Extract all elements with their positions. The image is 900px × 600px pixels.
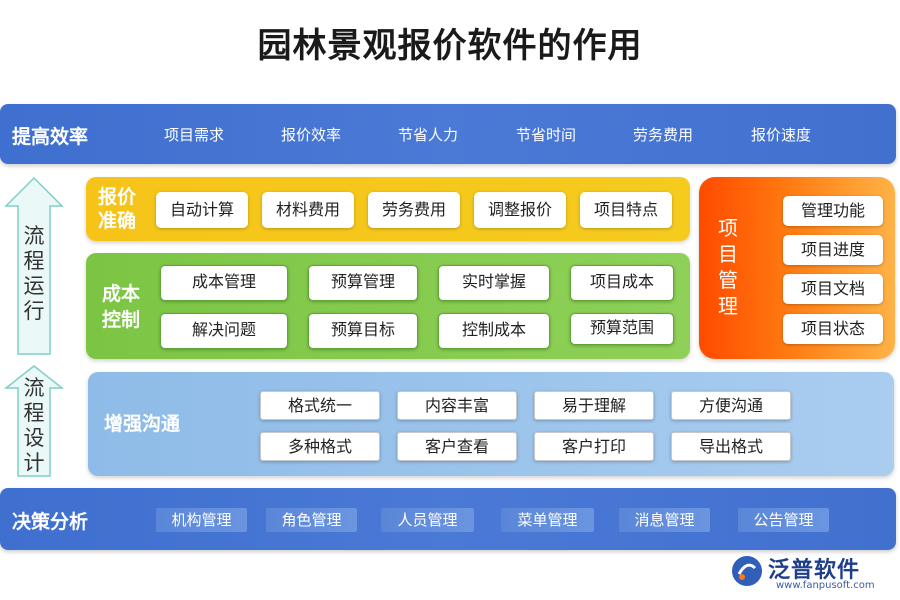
decision-band: 决策分析 机构管理 角色管理 人员管理 菜单管理 消息管理 公告管理	[0, 488, 896, 550]
cost-item: 项目成本	[570, 265, 674, 301]
fanpu-logo-icon	[732, 556, 762, 586]
fanpu-logo: 泛普软件 www.fanpusoft.com	[728, 552, 888, 594]
comm-item: 格式统一	[260, 391, 380, 420]
communication-panel: 增强沟通 格式统一 内容丰富 易于理解 方便沟通 多种格式 客户查看 客户打印 …	[88, 372, 894, 476]
quote-item: 材料费用	[262, 192, 354, 228]
decision-item: 消息管理	[619, 508, 710, 532]
quote-accuracy-label: 报价 准确	[98, 186, 137, 232]
comm-item: 方便沟通	[671, 391, 791, 420]
efficiency-item: 项目需求	[164, 126, 225, 144]
cost-item: 控制成本	[438, 313, 550, 349]
pm-item: 项目进度	[783, 235, 883, 265]
up-arrow-shape	[4, 176, 64, 355]
comm-item: 客户打印	[534, 432, 654, 461]
comm-item: 易于理解	[534, 391, 654, 420]
cost-item: 实时掌握	[438, 265, 550, 301]
process-run-label: 流 程 运 行	[23, 224, 45, 323]
comm-item: 多种格式	[260, 432, 380, 461]
cost-control-panel: 成本 控制 成本管理 预算管理 实时掌握 项目成本 解决问题 预算目标 控制成本…	[86, 253, 690, 359]
pm-item: 管理功能	[783, 196, 883, 226]
efficiency-item: 节省人力	[398, 126, 459, 144]
project-management-panel: 项 目 管 理 管理功能 项目进度 项目文档 项目状态	[699, 177, 895, 359]
logo-name: 泛普软件	[768, 558, 861, 583]
quote-item: 调整报价	[474, 192, 566, 228]
quote-item: 自动计算	[156, 192, 248, 228]
process-design-arrow: 流 程 设 计	[4, 364, 64, 478]
up-arrow-shape	[4, 365, 64, 477]
process-design-label: 流 程 设 计	[23, 376, 45, 475]
decision-item: 人员管理	[381, 508, 474, 532]
pm-item: 项目状态	[783, 314, 883, 344]
decision-label: 决策分析	[12, 511, 89, 533]
cost-item: 预算目标	[308, 313, 418, 349]
cost-control-label: 成本 控制	[102, 283, 141, 331]
efficiency-label: 提高效率	[12, 126, 89, 148]
page-title: 园林景观报价软件的作用	[257, 26, 643, 66]
comm-item: 客户查看	[397, 432, 517, 461]
cost-item: 成本管理	[160, 265, 288, 301]
efficiency-band: 提高效率 项目需求 报价效率 节省人力 节省时间 劳务费用 报价速度	[0, 104, 896, 164]
quote-item: 项目特点	[580, 192, 672, 228]
cost-item: 预算管理	[308, 265, 418, 301]
comm-item: 内容丰富	[397, 391, 517, 420]
quote-item: 劳务费用	[368, 192, 460, 228]
cost-item: 预算范围	[570, 313, 674, 345]
decision-item: 角色管理	[266, 508, 357, 532]
process-run-arrow: 流 程 运 行	[4, 176, 64, 356]
decision-item: 公告管理	[738, 508, 829, 532]
efficiency-item: 报价速度	[751, 126, 812, 144]
cost-item: 解决问题	[160, 313, 288, 349]
comm-item: 导出格式	[671, 432, 791, 461]
decision-item: 菜单管理	[501, 508, 594, 532]
quote-accuracy-panel: 报价 准确 自动计算 材料费用 劳务费用 调整报价 项目特点	[86, 177, 690, 241]
project-management-label: 项 目 管 理	[718, 216, 738, 318]
pm-item: 项目文档	[783, 274, 883, 304]
decision-item: 机构管理	[156, 508, 247, 532]
efficiency-item: 节省时间	[516, 126, 577, 144]
logo-url: www.fanpusoft.com	[776, 580, 875, 591]
efficiency-item: 劳务费用	[633, 126, 694, 144]
communication-label: 增强沟通	[104, 413, 181, 435]
efficiency-item: 报价效率	[281, 126, 342, 144]
